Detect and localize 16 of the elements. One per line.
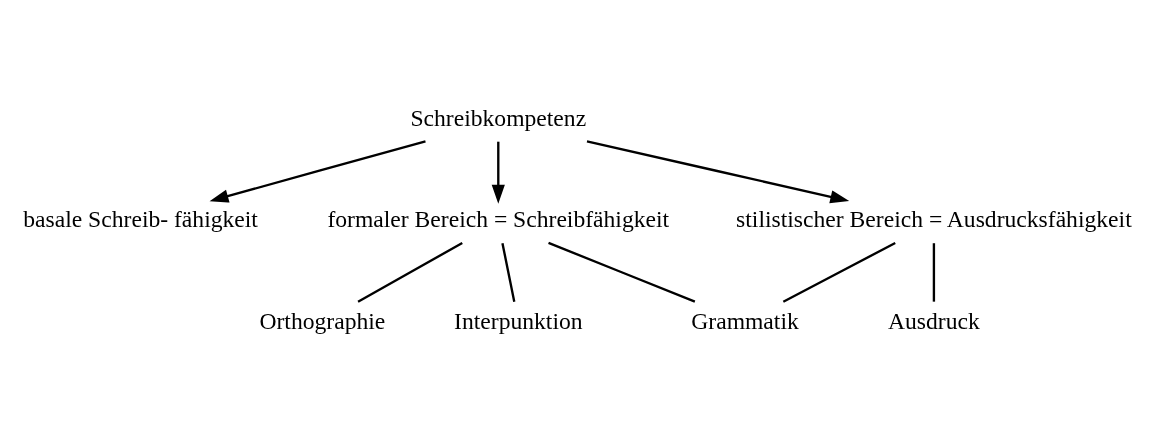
arrow [491,141,505,204]
arrow [209,139,426,203]
connector [548,241,696,303]
node-text: formaler Bereich = Schreibfähigkeit [327,205,670,232]
node-text: Orthographie [259,307,386,334]
node-text: Schreibkompetenz [410,104,587,131]
node-text: stilistischer Bereich = Ausdrucksfähigkeit [736,205,1132,232]
node-text: basale Schreib- fähigkeit [23,205,258,232]
arrow [586,139,850,203]
node-text: Interpunktion [454,307,583,334]
node-text: Ausdruck [888,307,980,334]
connector [782,241,896,303]
connector [501,242,516,302]
connector [932,242,936,302]
node-text: Grammatik [691,307,799,334]
connector [357,241,463,303]
